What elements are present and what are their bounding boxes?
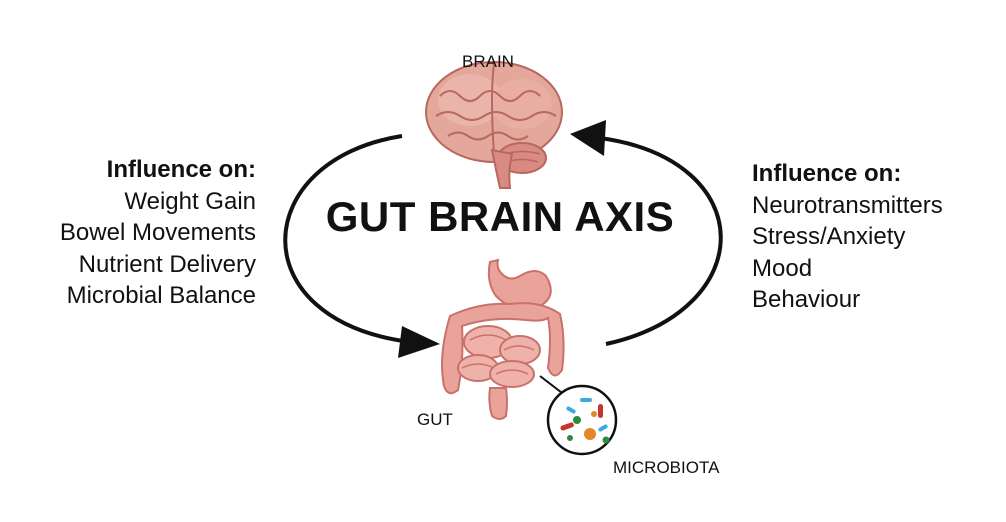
right-influence-list: Influence on: Neurotransmitters Stress/A… bbox=[752, 158, 943, 316]
right-arc-arrow bbox=[599, 136, 723, 346]
right-influence-item: Mood bbox=[752, 254, 813, 282]
microbiota-label: MICROBIOTA bbox=[613, 458, 720, 477]
right-arrowhead bbox=[570, 120, 606, 156]
left-influence-list: Influence on: Weight Gain Bowel Movement… bbox=[60, 154, 256, 312]
left-influence-item: Weight Gain bbox=[124, 187, 256, 215]
left-arrowhead bbox=[398, 326, 440, 358]
left-influence-heading: Influence on: bbox=[106, 156, 256, 183]
left-influence-item: Microbial Balance bbox=[66, 282, 256, 309]
brain-label: BRAIN bbox=[462, 52, 514, 71]
gut-illustration-icon bbox=[441, 258, 565, 420]
diagram-title: GUT BRAIN AXIS bbox=[325, 193, 675, 240]
left-influence-item: Nutrient Delivery bbox=[78, 250, 256, 278]
right-influence-item: Neurotransmitters bbox=[752, 191, 943, 219]
right-influence-item: Stress/Anxiety bbox=[752, 223, 906, 250]
left-influence-item: Bowel Movements bbox=[59, 219, 256, 246]
right-influence-heading: Influence on: bbox=[752, 160, 902, 187]
right-influence-item: Behaviour bbox=[752, 286, 861, 313]
microbiota-circle-icon bbox=[546, 384, 618, 456]
brain-illustration-icon bbox=[425, 61, 563, 189]
gut-label: GUT bbox=[417, 410, 453, 429]
left-arc-arrow bbox=[283, 134, 411, 344]
